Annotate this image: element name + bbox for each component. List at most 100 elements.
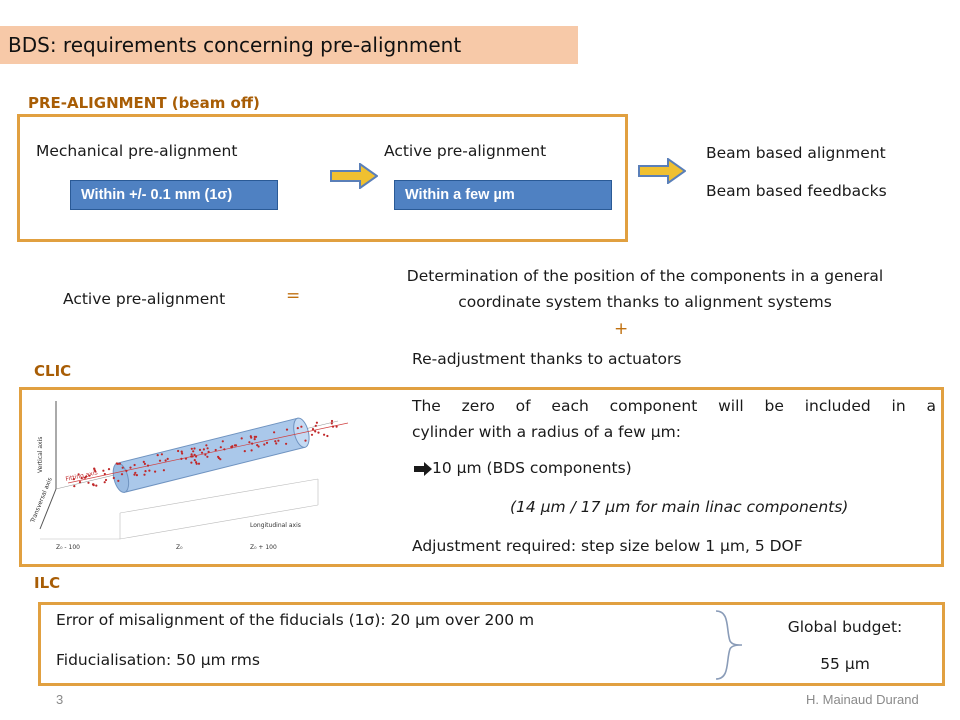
scatter-point <box>190 455 193 458</box>
transversal-axis-label: Transversal axis <box>29 477 54 525</box>
scatter-point <box>143 462 146 465</box>
ilc-line-1: Error of misalignment of the fiducials (… <box>56 611 535 629</box>
page-title: BDS: requirements concerning pre-alignme… <box>8 33 462 57</box>
vertical-axis-label: Vertical axis <box>37 437 44 473</box>
scatter-point <box>198 448 202 451</box>
scatter-point <box>223 448 226 451</box>
mechanical-tolerance-box: Within +/- 0.1 mm (1σ) <box>70 180 278 210</box>
scatter-point <box>335 425 338 428</box>
scatter-point <box>117 479 120 482</box>
scatter-point <box>103 472 106 476</box>
right-arrow-icon <box>330 163 378 189</box>
scatter-point <box>243 450 246 453</box>
definition-term: Active pre-alignment <box>63 290 226 308</box>
scatter-point <box>250 449 253 452</box>
fitting-axis-label: Fitting axis <box>65 469 98 483</box>
scatter-point <box>300 425 303 428</box>
beam-based-alignment-label: Beam based alignment <box>706 144 886 162</box>
scatter-point <box>330 422 333 425</box>
scatter-point <box>314 430 317 433</box>
scatter-point <box>253 438 256 441</box>
scatter-point <box>207 450 210 453</box>
definition-plus: + <box>614 319 629 339</box>
scatter-point <box>256 444 259 447</box>
scatter-point <box>121 466 124 469</box>
scatter-point <box>118 462 121 465</box>
ilc-line-2: Fiducialisation: 50 µm rms <box>56 651 260 669</box>
longitudinal-axis-label: Longitudinal axis <box>250 522 301 529</box>
scatter-point <box>257 445 260 448</box>
scatter-point <box>154 470 157 473</box>
scatter-point <box>240 437 243 440</box>
scatter-point <box>285 428 289 431</box>
arrow-bullet-icon <box>414 462 432 476</box>
scatter-point <box>104 478 108 482</box>
z-plus-label: Z₀ + 100 <box>250 544 277 551</box>
scatter-point <box>184 457 188 460</box>
scatter-point <box>195 462 198 465</box>
scatter-point <box>107 468 111 471</box>
scatter-point <box>263 443 266 446</box>
scatter-point <box>206 447 209 450</box>
scatter-point <box>160 453 163 456</box>
scatter-point <box>214 448 217 452</box>
scatter-point <box>85 475 88 478</box>
clic-text-2: 10 µm (BDS components) <box>432 459 632 477</box>
scatter-point <box>133 473 136 476</box>
clic-text-4: Adjustment required: step size below 1 µ… <box>412 537 803 555</box>
scatter-point <box>103 481 106 484</box>
scatter-point <box>323 433 326 436</box>
scatter-point <box>204 453 207 456</box>
global-budget-label: Global budget: <box>787 618 903 636</box>
scatter-point <box>135 474 138 477</box>
scatter-point <box>233 444 237 447</box>
definition-equals: = <box>286 286 301 306</box>
scatter-point <box>251 442 254 445</box>
z-zero-label: Z₀ <box>176 544 183 551</box>
scatter-point <box>205 444 208 447</box>
scatter-point <box>143 473 146 476</box>
scatter-point <box>315 421 318 424</box>
scatter-point <box>181 452 184 455</box>
scatter-point <box>195 455 198 458</box>
scatter-point <box>219 446 222 449</box>
scatter-point <box>156 454 159 457</box>
scatter-point <box>164 459 167 462</box>
definition-line-3: Re-adjustment thanks to actuators <box>412 350 682 368</box>
scatter-point <box>78 481 82 484</box>
scatter-point <box>190 447 193 450</box>
scatter-point <box>255 435 258 438</box>
cylinder-figure: Vertical axis Transversal axis Longitudi… <box>29 401 349 551</box>
scatter-point <box>193 459 196 462</box>
scatter-point <box>72 478 75 481</box>
scatter-point <box>146 464 150 467</box>
scatter-point <box>180 457 183 460</box>
scatter-point <box>273 431 276 434</box>
scatter-point <box>180 450 183 453</box>
scatter-point <box>311 428 315 431</box>
z-minus-label: Z₀ - 100 <box>56 544 80 551</box>
scatter-point <box>73 485 76 488</box>
scatter-point <box>219 458 222 461</box>
scatter-point <box>230 446 233 449</box>
scatter-point <box>331 425 335 428</box>
scatter-point <box>200 451 204 454</box>
scatter-point <box>166 457 169 460</box>
scatter-point <box>125 469 128 472</box>
scatter-point <box>95 484 98 487</box>
scatter-point <box>190 461 193 464</box>
ilc-frame <box>38 602 945 686</box>
clic-heading: CLIC <box>34 362 72 380</box>
scatter-point <box>134 471 137 474</box>
scatter-point <box>202 448 205 451</box>
scatter-point <box>80 476 83 480</box>
scatter-point <box>221 440 224 443</box>
scatter-point <box>330 419 334 423</box>
active-tolerance-box: Within a few µm <box>394 180 612 210</box>
scatter-point <box>275 442 278 445</box>
scatter-point <box>193 453 196 456</box>
pre-alignment-frame <box>17 114 628 242</box>
scatter-point <box>133 463 136 467</box>
pre-alignment-heading: PRE-ALIGNMENT (beam off) <box>28 94 260 112</box>
scatter-point <box>197 462 201 465</box>
